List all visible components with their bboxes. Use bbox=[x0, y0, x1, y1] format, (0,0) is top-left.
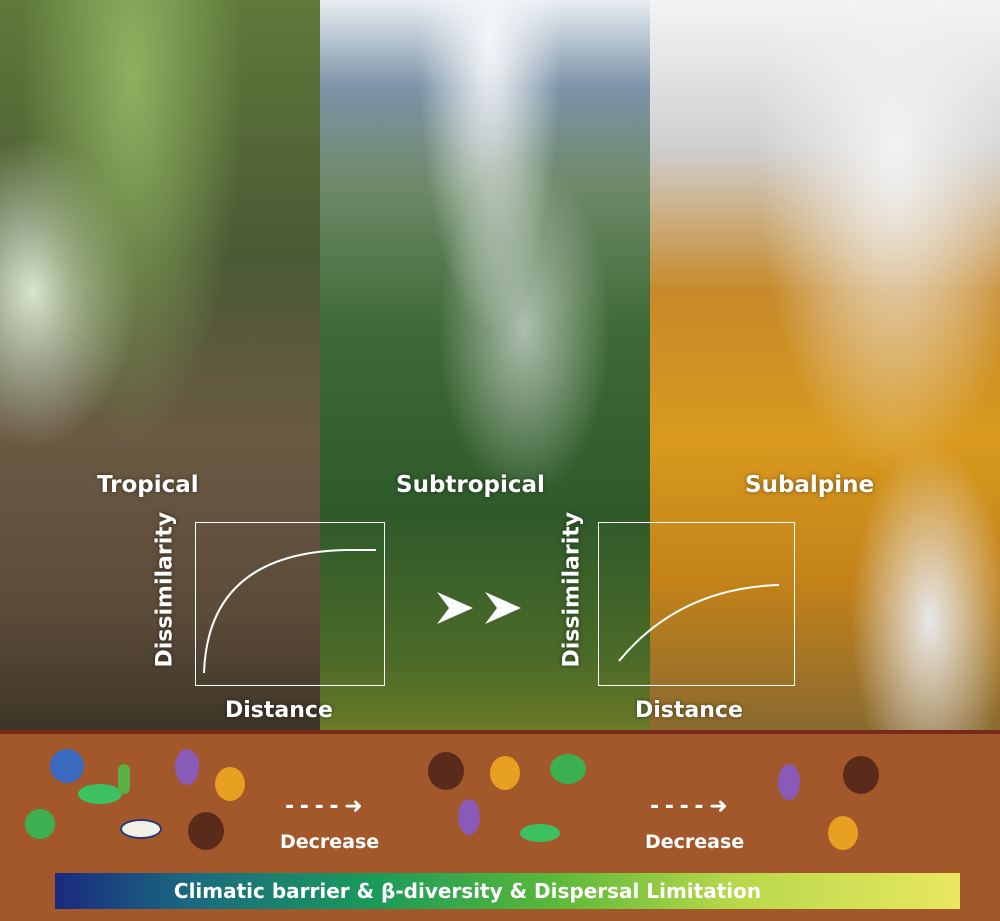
subalpine-decay-graph bbox=[598, 522, 795, 686]
tropical-forest-photo bbox=[0, 0, 330, 730]
y-axis-label-subalpine: Dissimilarity bbox=[559, 511, 585, 668]
zone-label-subalpine: Subalpine bbox=[745, 472, 875, 498]
fungus-icon bbox=[25, 809, 55, 839]
zone-label-subtropical: Subtropical bbox=[396, 472, 545, 498]
fungus-icon bbox=[550, 754, 586, 784]
spore-icon bbox=[490, 756, 520, 790]
y-axis-label-tropical: Dissimilarity bbox=[152, 511, 178, 668]
bacteria-cluster-icon bbox=[520, 824, 560, 842]
fungal-hyphae-icon bbox=[428, 752, 464, 790]
protist-icon bbox=[778, 764, 800, 800]
mite-icon bbox=[50, 749, 84, 783]
x-axis-label-subalpine: Distance bbox=[635, 698, 743, 723]
spore-icon bbox=[215, 767, 245, 801]
bacillus-icon bbox=[120, 819, 162, 839]
chevron-arrows-icon bbox=[437, 592, 521, 624]
decrease-label-1: Decrease bbox=[280, 831, 380, 853]
decrease-arrow-icon: - - - - ➜ bbox=[285, 794, 363, 819]
worm-icon bbox=[118, 764, 130, 794]
spore-icon bbox=[828, 816, 858, 850]
x-axis-label-tropical: Distance bbox=[225, 698, 333, 723]
decrease-arrow-icon: - - - - ➜ bbox=[650, 794, 728, 819]
decrease-label-2: Decrease bbox=[645, 831, 745, 853]
bacteria-cluster-icon bbox=[78, 784, 122, 804]
fungal-hyphae-icon bbox=[843, 756, 879, 794]
gradient-bar-label: Climatic barrier & β-diversity & Dispers… bbox=[173, 879, 762, 903]
tropical-decay-graph bbox=[195, 522, 385, 686]
shallow-decay-curve bbox=[618, 584, 780, 662]
protist-icon bbox=[175, 749, 199, 785]
subalpine-forest-photo bbox=[650, 0, 1000, 730]
subtropical-forest-photo bbox=[320, 0, 660, 730]
gradient-bar: Climatic barrier & β-diversity & Dispers… bbox=[55, 873, 960, 909]
fungal-hyphae-icon bbox=[188, 812, 224, 850]
protist-icon bbox=[458, 799, 480, 835]
zone-label-tropical: Tropical bbox=[97, 472, 199, 498]
steep-decay-curve bbox=[203, 549, 376, 674]
